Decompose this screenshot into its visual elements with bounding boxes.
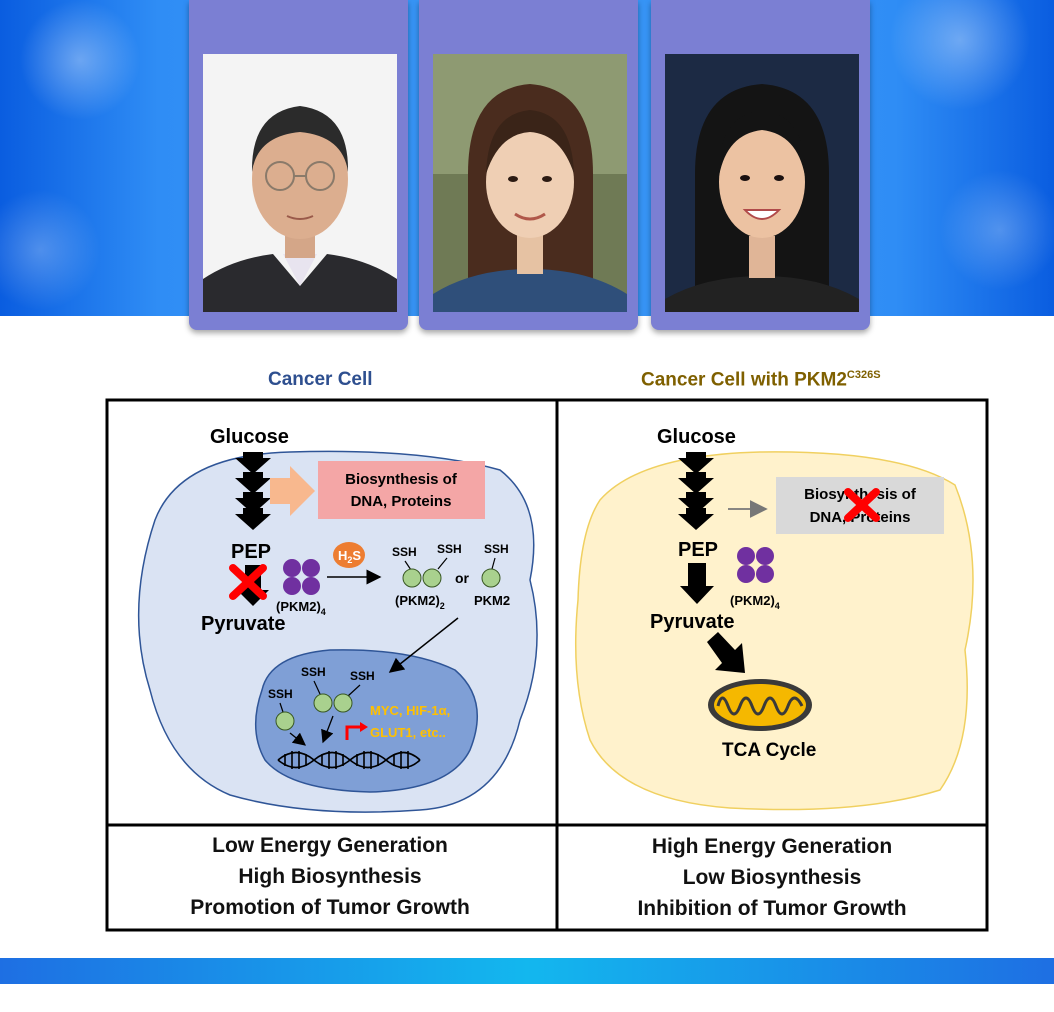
left-pyruvate-label: Pyruvate — [201, 613, 286, 635]
right-pkm2-tetramer-label: (PKM2)4 — [730, 593, 780, 611]
portrait-card-2 — [419, 0, 638, 330]
nucleus-ssh-label-1: SSH — [301, 665, 326, 679]
right-panel-frame — [555, 398, 989, 932]
portrait-card-1 — [189, 0, 408, 330]
left-result-line-3: Promotion of Tumor Growth — [190, 896, 470, 919]
right-pep-label: PEP — [678, 539, 718, 561]
pkm2-dimer-icon — [402, 568, 442, 588]
right-result-line-3: Inhibition of Tumor Growth — [637, 897, 907, 920]
left-pkm2-tetramer-icon — [283, 559, 320, 595]
left-glycolysis-arrows — [235, 452, 271, 530]
right-glucose-label: Glucose — [657, 426, 736, 448]
right-pkm2-tetramer-icon — [737, 547, 774, 583]
pkm2-monomer-label: PKM2 — [474, 593, 510, 608]
nucleus-bond-2 — [347, 684, 361, 697]
nucleus-pkm2-monomer-icon — [275, 711, 295, 731]
right-glycolysis-arrows — [678, 452, 714, 530]
footer-bar — [0, 958, 1054, 984]
nucleus-ssh-label-3: SSH — [268, 687, 293, 701]
right-cell-membrane — [575, 451, 974, 811]
left-biosynthesis-line2: DNA, Proteins — [351, 493, 452, 510]
dimer-ssh-label-1: SSH — [392, 545, 417, 559]
nucleus-ssh-label-2: SSH — [350, 669, 375, 683]
left-result-line-2: High Biosynthesis — [238, 865, 422, 888]
left-glucose-label: Glucose — [210, 426, 289, 448]
dimer-ssh-label-2: SSH — [437, 542, 462, 556]
right-results: High Energy Generation Low Biosynthesis … — [557, 831, 987, 924]
right-blocked-cross-icon — [844, 488, 880, 522]
blocked-cross-icon — [229, 564, 267, 600]
right-panel-title-superscript: C326S — [846, 369, 881, 381]
pkm2-monomer-icon — [481, 568, 501, 588]
biosynthesis-arrow — [270, 466, 315, 516]
portrait-photo-3 — [665, 54, 859, 312]
nucleus-bond-1 — [313, 680, 321, 695]
gene-targets-line1: MYC, HIF-1α, — [370, 703, 450, 718]
dimer-bond-1 — [404, 560, 412, 571]
transcription-arrowhead — [360, 722, 368, 732]
portrait-card-3 — [651, 0, 870, 330]
dimer-or-label: or — [455, 570, 470, 586]
transcription-start-icon — [345, 725, 362, 740]
pyruvate-to-tca-arrow — [707, 632, 745, 673]
right-biosynthesis-line1: Biosynthesis of — [804, 486, 917, 503]
tca-cycle-label: TCA Cycle — [722, 740, 816, 761]
left-result-line-1: Low Energy Generation — [212, 834, 448, 857]
dna-helix-icon — [277, 751, 421, 769]
pkm2-dimer-label: (PKM2)2 — [395, 593, 445, 611]
nucleus-bond-3 — [279, 702, 284, 713]
portrait-photo-2 — [433, 54, 627, 312]
nuclear-translocation-arrow — [388, 617, 459, 673]
right-result-line-2: Low Biosynthesis — [682, 866, 862, 889]
nucleus-arrow-2 — [321, 715, 334, 744]
left-biosynthesis-line1: Biosynthesis of — [345, 471, 458, 488]
left-panel-title: Cancer Cell — [268, 369, 373, 390]
mitochondrion-icon — [708, 679, 812, 731]
left-biosynthesis-box — [318, 461, 485, 519]
gene-targets-line2: GLUT1, etc.. — [370, 725, 446, 740]
right-panel-title-main: Cancer Cell with PKM2 — [641, 369, 847, 391]
monomer-bond — [491, 557, 496, 570]
right-pyruvate-label: Pyruvate — [650, 611, 735, 633]
left-pep-label: PEP — [231, 541, 271, 563]
h2s-label: H2S — [338, 548, 361, 565]
monomer-ssh-label: SSH — [484, 542, 509, 556]
right-panel-title: Cancer Cell with PKM2C326S — [641, 369, 881, 391]
nucleus — [254, 649, 478, 793]
h2s-badge — [333, 542, 365, 568]
portrait-photo-1 — [203, 54, 397, 312]
right-biosynthesis-line2: DNA, Proteins — [810, 509, 911, 526]
right-pep-pyruvate-arrow — [680, 563, 714, 604]
left-results: Low Energy Generation High Biosynthesis … — [110, 830, 550, 923]
dimer-bond-2 — [437, 557, 448, 570]
nucleus-arrow-1 — [289, 732, 307, 746]
right-result-line-1: High Energy Generation — [651, 835, 893, 858]
nucleus-pkm2-dimer-icon — [313, 693, 353, 713]
left-pkm2-tetramer-label: (PKM2)4 — [276, 599, 326, 617]
